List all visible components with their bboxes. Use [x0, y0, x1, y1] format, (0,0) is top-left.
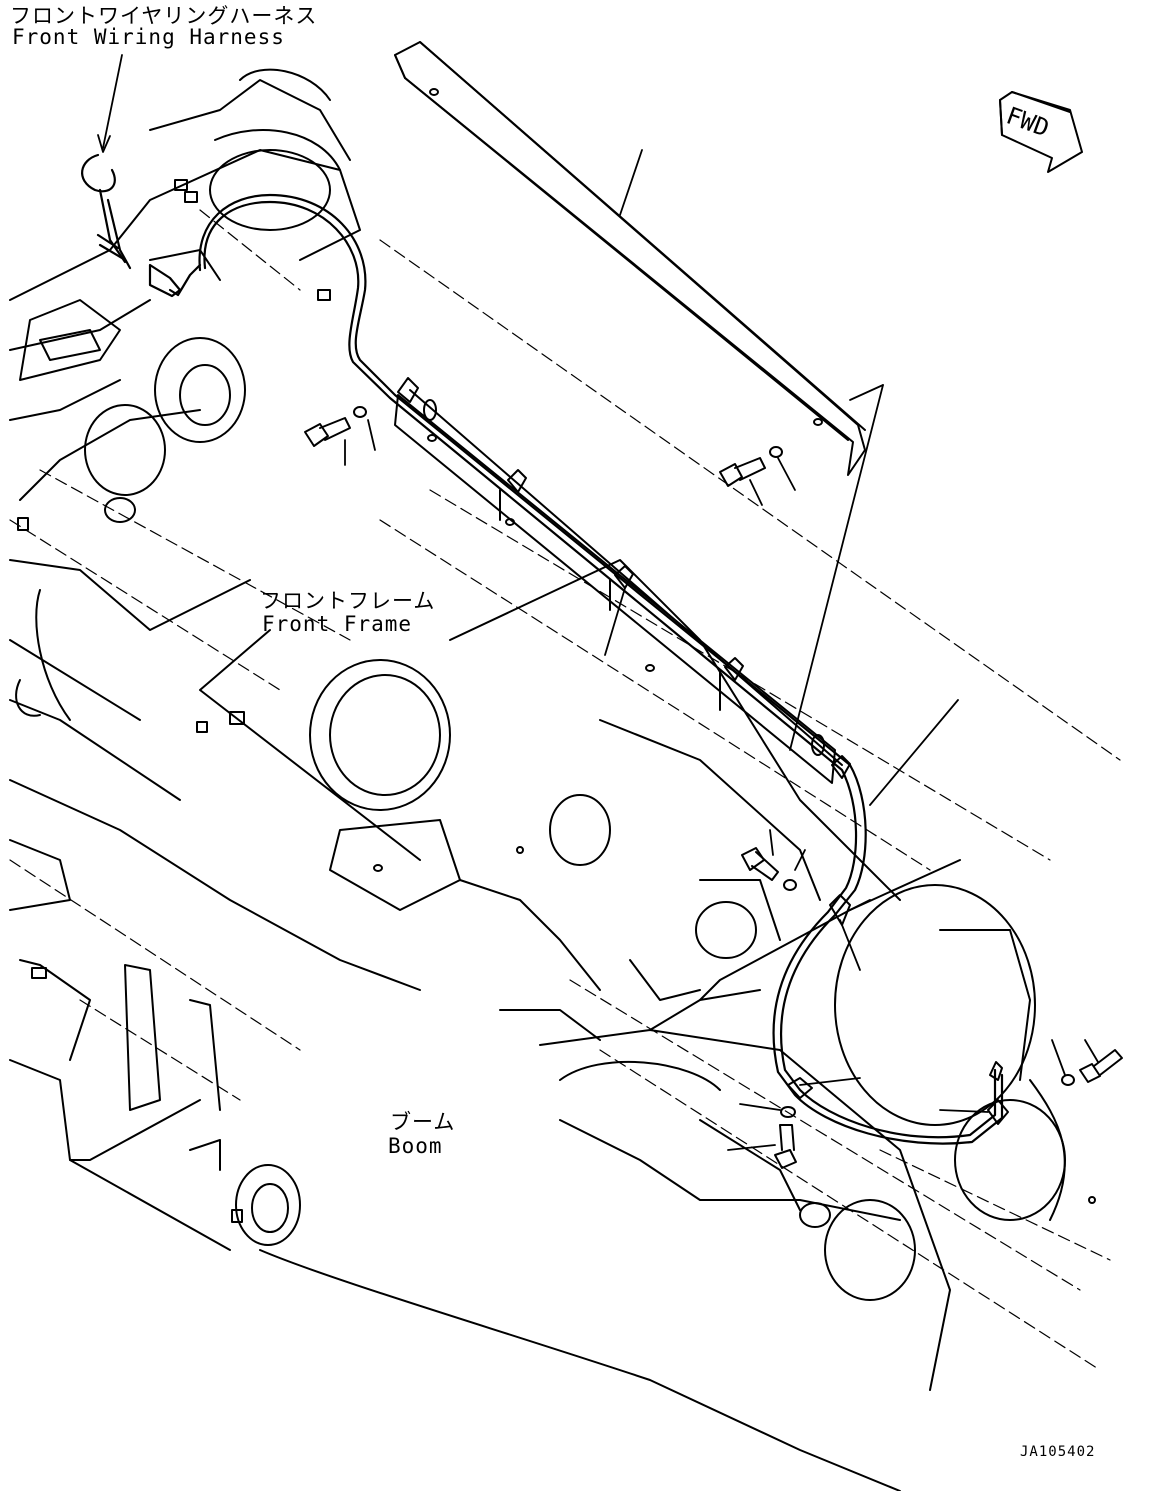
boom-label-en: Boom [388, 1134, 443, 1158]
boom-label-jp: ブーム [390, 1110, 456, 1134]
frame-label-en: Front Frame [262, 612, 413, 636]
wiring-harness [81, 153, 1004, 1145]
bolts [304, 406, 1123, 1169]
harness-label-jp: フロントワイヤリングハーネス [10, 4, 318, 28]
harness-label-en: Front Wiring Harness [12, 25, 285, 49]
drawing-code: JA105402 [1020, 1444, 1096, 1460]
fwd-arrow [999, 91, 1083, 173]
dashed-lines [9, 209, 1121, 1371]
small-hardware [17, 179, 1096, 1223]
boom-outline [259, 559, 1066, 1491]
cover-plate [394, 41, 866, 476]
frame-bosses [84, 149, 1066, 1301]
frame-label-jp: フロントフレーム [260, 589, 436, 613]
harness-clamps [397, 377, 1009, 1125]
harness-guard [394, 389, 843, 784]
leader-lines [97, 54, 1099, 1151]
front-frame-outline [9, 68, 421, 1251]
